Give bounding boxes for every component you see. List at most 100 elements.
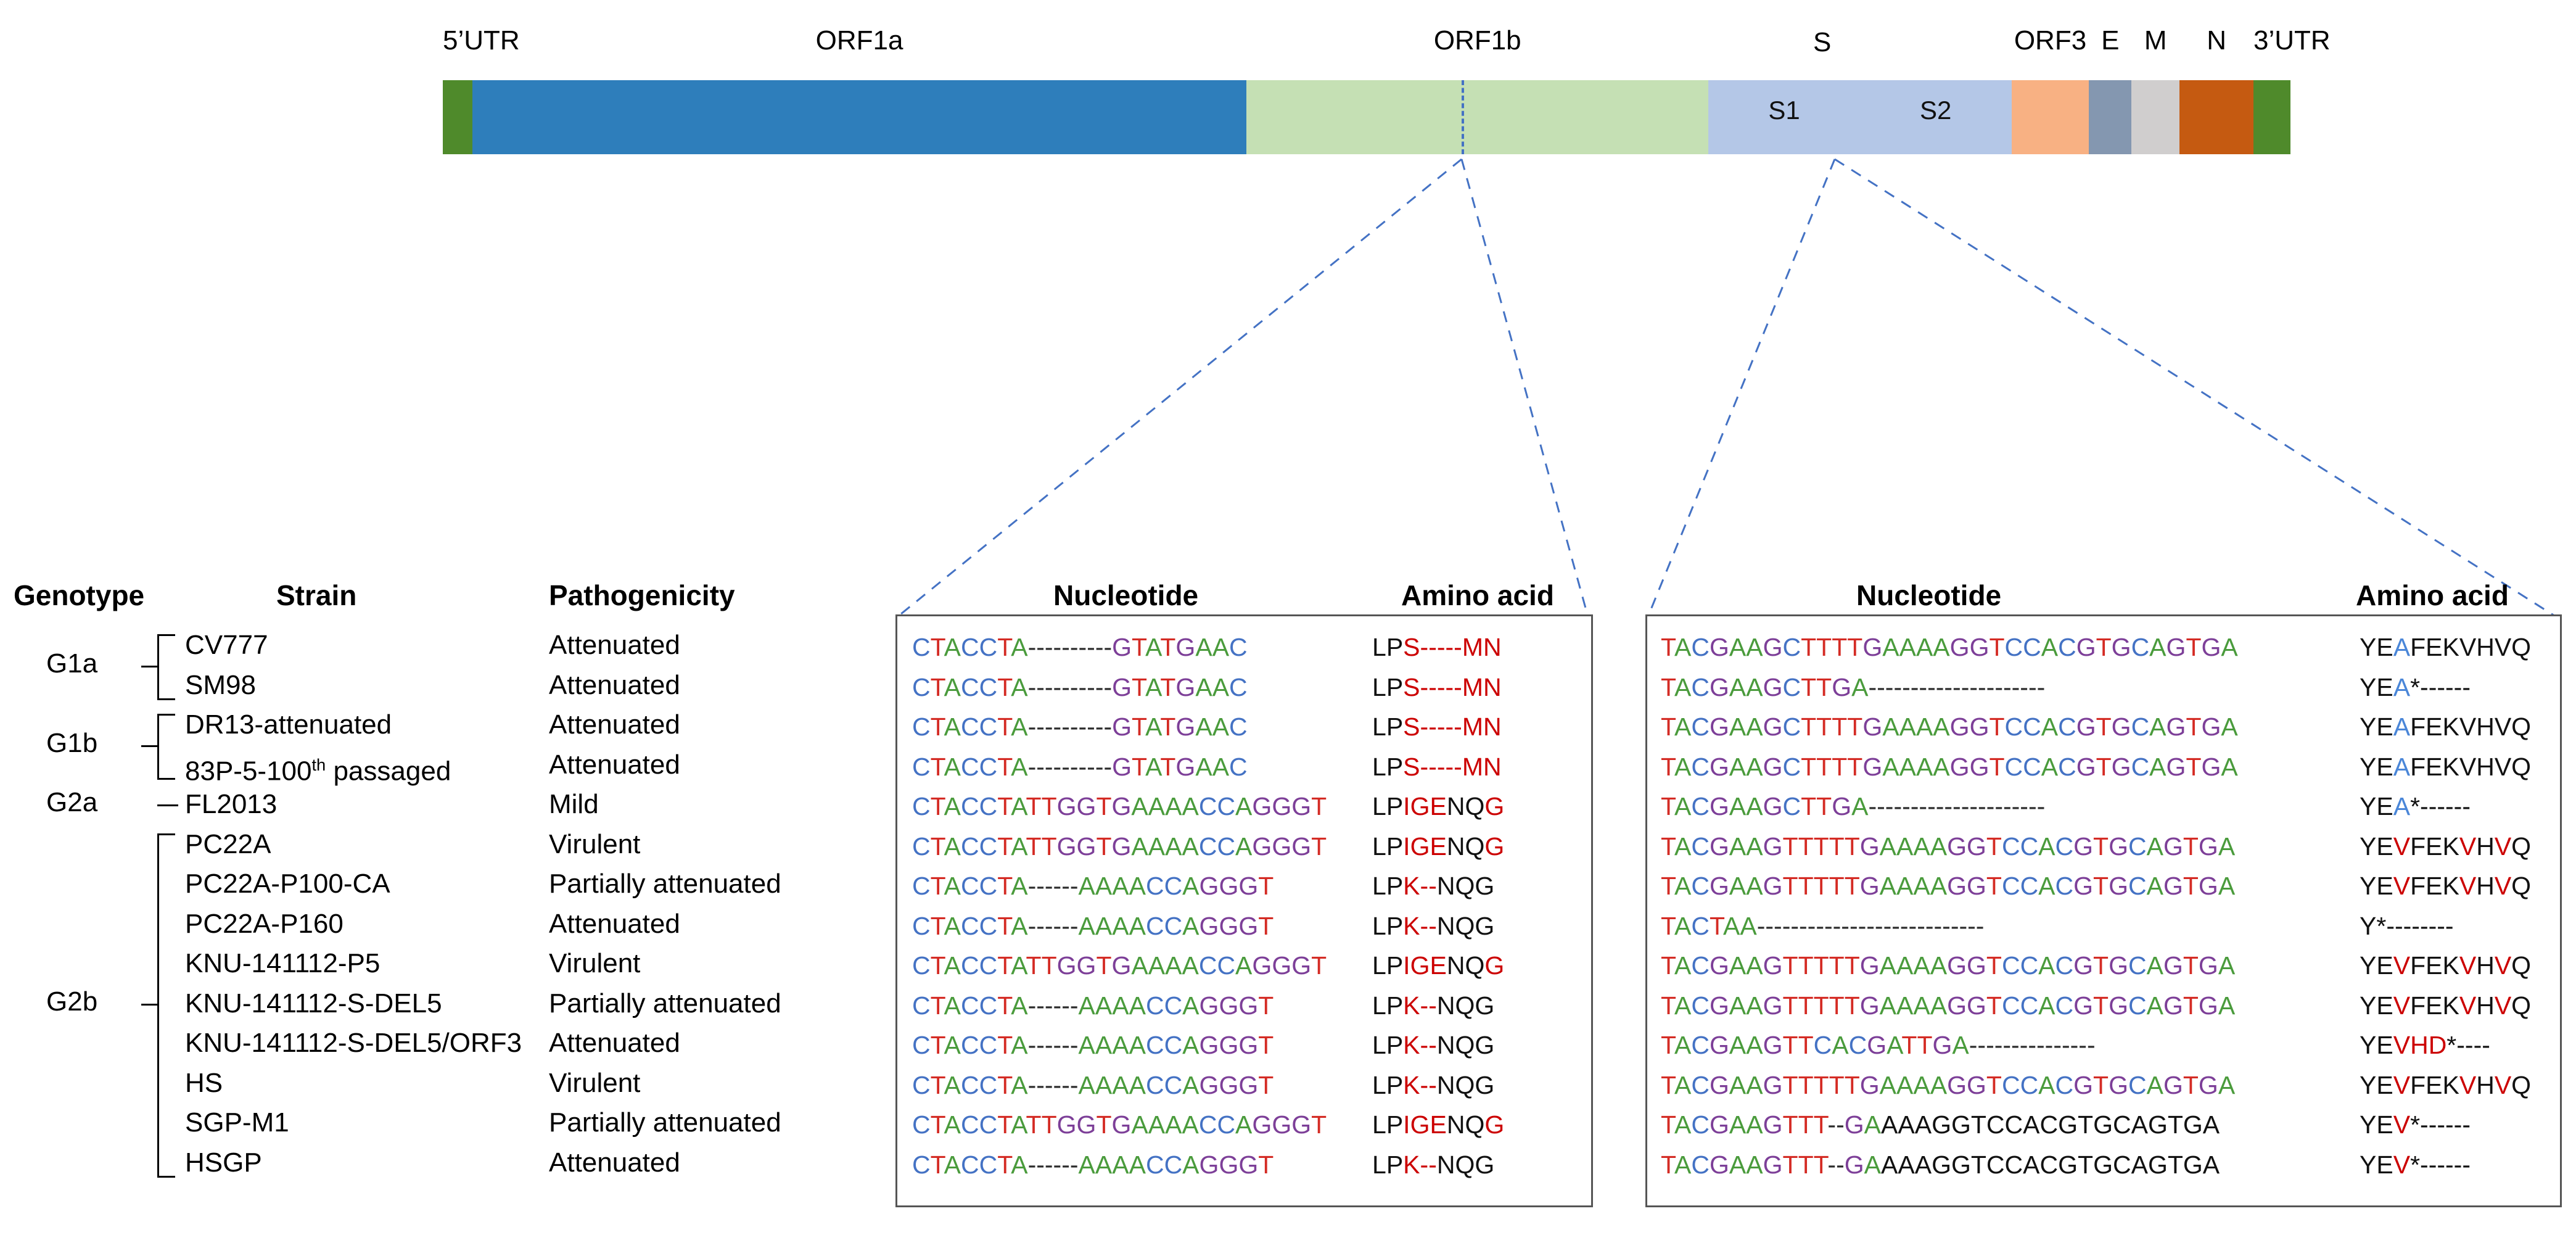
nucleotide-sequence-s1: CTACCTATTGGTGAAAACCAGGGT	[912, 951, 1327, 980]
nucleotide-sequence-s1: CTACCTATTGGTGAAAACCAGGGT	[912, 832, 1327, 861]
pathogenicity-value: Attenuated	[549, 1147, 680, 1178]
sequence-row: CTACCTA----------GTATGAAC LPS-----MN	[897, 667, 1591, 707]
strain-name: HS	[185, 1067, 223, 1098]
strain-name: KNU-141112-S-DEL5/ORF3	[185, 1028, 522, 1058]
nucleotide-sequence-s1: CTACCTA------AAAACCAGGGT	[912, 872, 1274, 900]
amino-acid-sequence-s1: LPIGENQG	[1372, 951, 1505, 980]
nucleotide-sequence-orf3: TACGAAGTTTTTGAAAAGGTCCACGTGCAGTGA	[1661, 1070, 2236, 1099]
sequence-box-orf3: TACGAAGCTTTTGAAAAGGTCCACGTGCAGTGA YEAFEKV…	[1645, 614, 2562, 1207]
strain-name: PC22A	[185, 829, 271, 859]
genome-segment-label-s2: S2	[1920, 96, 1952, 125]
column-header-nucleotide-s1: Nucleotide	[1053, 579, 1199, 611]
pathogenicity-value: Virulent	[549, 1067, 641, 1098]
sequence-row: TACGAAGTTTTTGAAAAGGTCCACGTGCAGTGA YEVFEKV…	[1647, 946, 2560, 985]
amino-acid-sequence-orf3: YEVFEKVHVQ	[2360, 951, 2532, 980]
amino-acid-sequence-orf3: YEAFEKVHVQ	[2360, 752, 2532, 781]
amino-acid-sequence-s1: LPK--NQG	[1372, 991, 1495, 1020]
strain-name: 83P-5-100th passaged	[185, 754, 451, 787]
pathogenicity-value: Attenuated	[549, 1028, 680, 1058]
strain-name: HSGP	[185, 1147, 262, 1178]
genome-segment-3utr: 3’UTR	[2253, 27, 2331, 154]
nucleotide-sequence-orf3: TACGAAGCTTGA---------------------	[1661, 672, 2046, 701]
strain-name: SGP-M1	[185, 1107, 289, 1138]
amino-acid-sequence-orf3: YEVHD*----	[2360, 1031, 2490, 1059]
column-header-pathogenicity: Pathogenicity	[549, 579, 735, 611]
amino-acid-sequence-orf3: YEAFEKVHVQ	[2360, 713, 2532, 741]
nucleotide-sequence-s1: CTACCTATTGGTGAAAACCAGGGT	[912, 792, 1327, 820]
strain-name: KNU-141112-P5	[185, 948, 381, 978]
amino-acid-sequence-s1: LPIGENQG	[1372, 832, 1505, 861]
amino-acid-sequence-orf3: YEA*------	[2360, 792, 2471, 820]
sequence-row: TACGAAGCTTGA--------------------- YEA*---…	[1647, 787, 2560, 826]
genome-segment-m: M	[2131, 27, 2180, 154]
genome-segment-label-e: E	[2101, 25, 2120, 56]
column-header-strain: Strain	[276, 579, 357, 611]
amino-acid-sequence-orf3: YEA*------	[2360, 672, 2471, 701]
genome-segment-label-3utr: 3’UTR	[2253, 25, 2331, 56]
strain-name: FL2013	[185, 789, 278, 819]
amino-acid-sequence-orf3: YEV*------	[2360, 1110, 2471, 1139]
genome-segment-5utr: 5’UTR	[443, 27, 520, 154]
amino-acid-sequence-s1: LPK--NQG	[1372, 1150, 1495, 1179]
amino-acid-sequence-orf3: YEAFEKVHVQ	[2360, 633, 2532, 661]
genotype-bracket-tick	[141, 665, 158, 667]
sequence-row: TACGAAGCTTTTGAAAAGGTCCACGTGCAGTGA YEAFEKV…	[1647, 707, 2560, 746]
genome-segment-label-5utr: 5’UTR	[443, 25, 520, 56]
nucleotide-sequence-s1: CTACCTA------AAAACCAGGGT	[912, 1070, 1274, 1099]
nucleotide-sequence-orf3: TACGAAGTTT--GAAAAGGTCCACGTGCAGTGA	[1661, 1150, 2220, 1179]
amino-acid-sequence-s1: LPS-----MN	[1372, 752, 1502, 781]
amino-acid-sequence-s1: LPIGENQG	[1372, 1110, 1505, 1139]
strain-name: PC22A-P100-CA	[185, 869, 390, 899]
genotype-label-g2b: G2b	[46, 986, 98, 1017]
column-header-nucleotide-orf3: Nucleotide	[1856, 579, 2002, 611]
column-header-genotype: Genotype	[14, 579, 145, 611]
nucleotide-sequence-s1: CTACCTA------AAAACCAGGGT	[912, 1150, 1274, 1179]
column-header-amino-acid-orf3: Amino acid	[2356, 579, 2509, 611]
nucleotide-sequence-orf3: TACTAA---------------------------	[1661, 911, 1985, 940]
sequence-row: TACGAAGCTTGA--------------------- YEA*---…	[1647, 667, 2560, 707]
sequence-row: CTACCTATTGGTGAAAACCAGGGT LPIGENQG	[897, 946, 1591, 985]
strain-name: KNU-141112-S-DEL5	[185, 988, 442, 1019]
amino-acid-sequence-s1: LPS-----MN	[1372, 633, 1502, 661]
genotype-connector	[157, 804, 178, 807]
amino-acid-sequence-orf3: YEVFEKVHVQ	[2360, 832, 2532, 861]
nucleotide-sequence-orf3: TACGAAGTTTTTGAAAAGGTCCACGTGCAGTGA	[1661, 991, 2236, 1020]
nucleotide-sequence-s1: CTACCTA----------GTATGAAC	[912, 633, 1248, 661]
nucleotide-sequence-orf3: TACGAAGCTTTTGAAAAGGTCCACGTGCAGTGA	[1661, 633, 2238, 661]
nucleotide-sequence-orf3: TACGAAGCTTGA---------------------	[1661, 792, 2046, 820]
nucleotide-sequence-orf3: TACGAAGTTTTTGAAAAGGTCCACGTGCAGTGA	[1661, 951, 2236, 980]
amino-acid-sequence-s1: LPK--NQG	[1372, 1070, 1495, 1099]
genotype-label-g2a: G2a	[46, 787, 98, 818]
nucleotide-sequence-orf3: TACGAAGCTTTTGAAAAGGTCCACGTGCAGTGA	[1661, 713, 2238, 741]
nucleotide-sequence-s1: CTACCTA------AAAACCAGGGT	[912, 911, 1274, 940]
genome-segment-label-orf3: ORF3	[2014, 25, 2087, 56]
genotype-label-g1b: G1b	[46, 727, 98, 758]
nucleotide-sequence-s1: CTACCTA----------GTATGAAC	[912, 672, 1248, 701]
sequence-row: CTACCTATTGGTGAAAACCAGGGT LPIGENQG	[897, 787, 1591, 826]
genome-segment-orf3: ORF3	[2011, 27, 2089, 154]
column-header-amino-acid-s1: Amino acid	[1401, 579, 1554, 611]
amino-acid-sequence-s1: LPIGENQG	[1372, 792, 1505, 820]
amino-acid-sequence-orf3: Y*--------	[2360, 911, 2454, 940]
genome-segment-label-m: M	[2144, 25, 2167, 56]
amino-acid-sequence-s1: LPS-----MN	[1372, 672, 1502, 701]
genome-segment-e: E	[2089, 27, 2132, 154]
sequence-row: TACGAAGTTCACGATTGA---------------YEVHD*-…	[1647, 1025, 2560, 1065]
nucleotide-sequence-orf3: TACGAAGTTTTTGAAAAGGTCCACGTGCAGTGA	[1661, 872, 2236, 900]
genotype-label-g1a: G1a	[46, 648, 98, 679]
pathogenicity-value: Partially attenuated	[549, 988, 781, 1019]
genome-segment-n: N	[2179, 27, 2254, 154]
amino-acid-sequence-s1: LPK--NQG	[1372, 911, 1495, 940]
amino-acid-sequence-s1: LPK--NQG	[1372, 872, 1495, 900]
strain-name: PC22A-P160	[185, 908, 344, 939]
pathogenicity-value: Attenuated	[549, 669, 680, 700]
